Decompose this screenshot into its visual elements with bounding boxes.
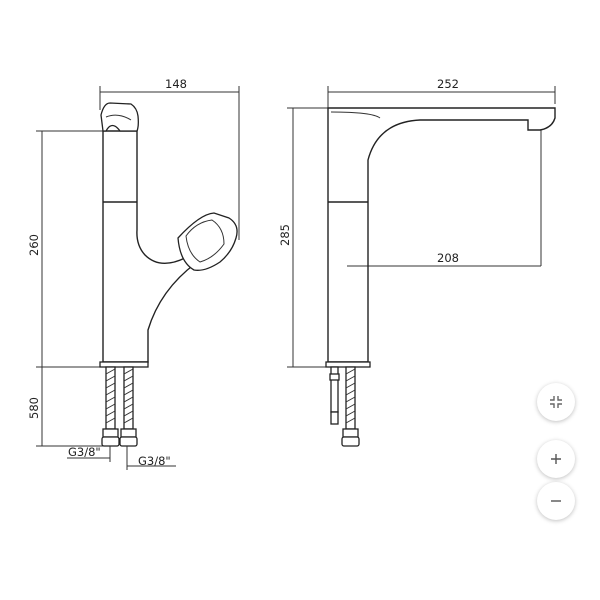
hose-right [119,366,138,447]
zoom-out-button[interactable] [537,482,575,520]
base-plate [99,361,149,368]
collapse-button[interactable] [537,383,575,421]
collapse-icon [548,394,564,410]
right-view: 252 285 208 [278,77,556,447]
spout-body [327,107,556,363]
dim-252-label: 252 [437,77,459,91]
dim-285-label: 285 [278,224,292,246]
lever-handle [177,212,238,271]
connection-label-left: G3/8" [68,445,101,459]
plus-icon [549,452,563,466]
mixer-top-cap [100,102,139,132]
dim-260-label: 260 [27,234,41,256]
hose-front [341,366,360,447]
hose-left [101,366,120,447]
left-view: 148 260 580 [27,77,240,470]
mixer-body [102,130,198,363]
minus-icon [549,494,563,508]
dim-208-label: 208 [437,251,459,265]
fixing-rod [329,366,340,425]
zoom-in-button[interactable] [537,440,575,478]
dim-148-label: 148 [165,77,187,91]
base-plate-front [325,361,371,368]
connection-label-right: G3/8" [138,454,171,468]
dim-580-label: 580 [27,397,41,419]
